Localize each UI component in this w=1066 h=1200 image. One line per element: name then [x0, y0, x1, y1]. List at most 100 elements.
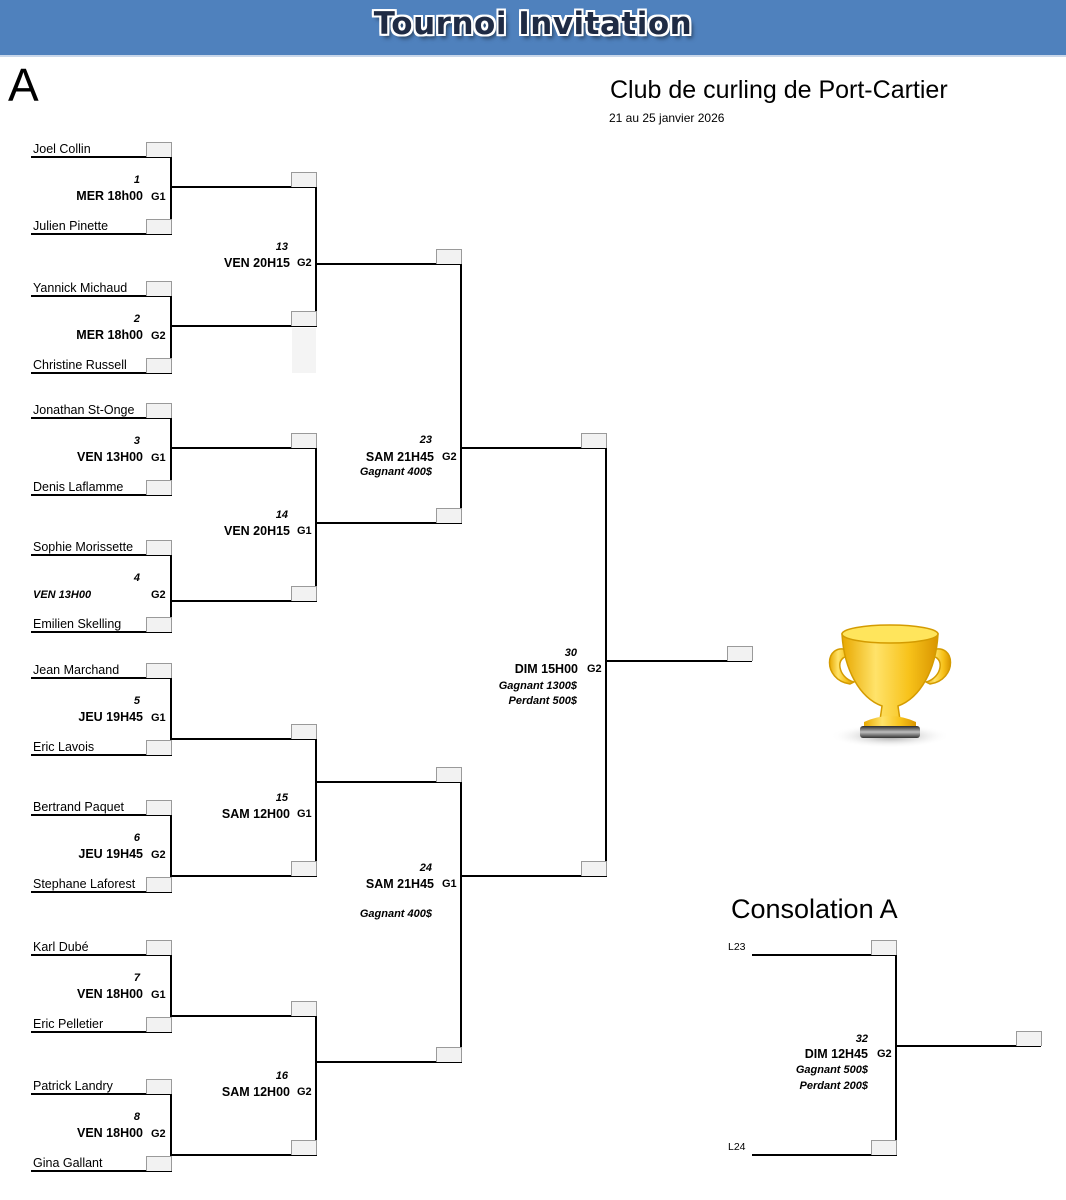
team-name: Stephane Laforest — [33, 877, 136, 891]
team-name: Karl Dubé — [33, 940, 89, 954]
score-box[interactable] — [146, 403, 172, 418]
bracket-line — [316, 522, 461, 524]
game-sheet: G1 — [151, 452, 166, 464]
score-box[interactable] — [436, 1047, 462, 1062]
game-number: 4 — [133, 572, 140, 584]
score-box[interactable] — [436, 767, 462, 782]
bracket-line — [606, 660, 752, 662]
score-box[interactable] — [871, 940, 897, 955]
game-time: JEU 19H45 — [78, 847, 143, 861]
game-time: VEN 20H15 — [223, 256, 290, 270]
team-name: Yannick Michaud — [33, 281, 128, 295]
game-time: SAM 12H00 — [221, 1085, 290, 1099]
bracket-line — [461, 875, 606, 877]
draw-letter: A — [8, 59, 39, 111]
bracket-line — [31, 372, 171, 374]
score-box[interactable] — [146, 1156, 172, 1171]
bracket-line — [895, 954, 897, 1156]
bracket-line — [315, 738, 317, 877]
bracket-line — [31, 891, 171, 893]
bracket-line — [31, 631, 171, 633]
game-sheet: G2 — [297, 1086, 312, 1098]
prize-winner: Gagnant 400$ — [359, 908, 432, 920]
bracket-line — [316, 1061, 461, 1063]
bracket-line — [896, 1045, 1041, 1047]
tournament-title: Tournoi Invitation — [373, 6, 693, 42]
score-box[interactable] — [1016, 1031, 1042, 1046]
bracket-line — [170, 417, 172, 496]
game-time: DIM 15H00 — [514, 662, 578, 676]
score-box[interactable] — [146, 940, 172, 955]
bracket-line — [31, 295, 171, 297]
score-box[interactable] — [291, 311, 317, 326]
score-box[interactable] — [146, 281, 172, 296]
game-sheet: G1 — [151, 989, 166, 1001]
score-box[interactable] — [146, 663, 172, 678]
bracket-line — [460, 263, 462, 524]
bracket-line — [170, 1093, 172, 1172]
score-box[interactable] — [146, 540, 172, 555]
score-box[interactable] — [436, 249, 462, 264]
score-box[interactable] — [291, 172, 317, 187]
bracket-line — [752, 954, 896, 956]
game-time: VEN 13H00 — [33, 589, 92, 601]
bracket-line — [31, 754, 171, 756]
game-sheet: G1 — [297, 525, 312, 537]
team-name: Joel Collin — [33, 142, 91, 156]
game-number: 5 — [133, 695, 140, 707]
game-number: 13 — [275, 241, 288, 253]
score-box[interactable] — [291, 724, 317, 739]
score-box[interactable] — [146, 800, 172, 815]
bracket-line — [31, 814, 171, 816]
game-time: MER 18h00 — [76, 189, 143, 203]
score-box[interactable] — [291, 1140, 317, 1155]
score-box[interactable] — [146, 617, 172, 632]
team-name: Denis Laflamme — [33, 480, 124, 494]
game-number: 3 — [133, 435, 140, 447]
game-time: VEN 18H00 — [76, 987, 143, 1001]
bracket-line — [171, 1154, 316, 1156]
empty-slot — [292, 328, 316, 373]
team-name: Bertrand Paquet — [33, 800, 125, 814]
game-number: 8 — [133, 1111, 140, 1123]
bracket-line — [31, 1093, 171, 1095]
score-box[interactable] — [291, 586, 317, 601]
score-box[interactable] — [146, 740, 172, 755]
bracket-line — [170, 554, 172, 633]
game-sheet: G2 — [587, 663, 602, 675]
score-box[interactable] — [146, 877, 172, 892]
score-box[interactable] — [581, 861, 607, 876]
score-box[interactable] — [436, 508, 462, 523]
score-box[interactable] — [146, 1017, 172, 1032]
game-sheet: G2 — [297, 257, 312, 269]
score-box[interactable] — [727, 646, 753, 661]
consolation-title: Consolation A — [731, 894, 898, 924]
game-time: SAM 21H45 — [365, 450, 434, 464]
game-sheet: G2 — [151, 1128, 166, 1140]
score-box[interactable] — [146, 358, 172, 373]
team-name: Jean Marchand — [33, 663, 120, 677]
score-box[interactable] — [146, 219, 172, 234]
game-number: 14 — [275, 509, 288, 521]
game-time: JEU 19H45 — [78, 710, 143, 724]
prize-loser: Perdant 200$ — [799, 1080, 868, 1092]
bracket-line — [605, 447, 607, 877]
game-sheet: G2 — [151, 330, 166, 342]
game-number: 32 — [855, 1033, 868, 1045]
score-box[interactable] — [146, 142, 172, 157]
score-box[interactable] — [146, 480, 172, 495]
bracket-line — [171, 600, 316, 602]
score-box[interactable] — [291, 433, 317, 448]
game-time: DIM 12H45 — [804, 1047, 868, 1061]
score-box[interactable] — [871, 1140, 897, 1155]
score-box[interactable] — [581, 433, 607, 448]
team-name: Sophie Morissette — [33, 540, 134, 554]
score-box[interactable] — [291, 861, 317, 876]
bracket-line — [31, 1031, 171, 1033]
bracket-line — [171, 1015, 316, 1017]
game-number: 2 — [133, 313, 140, 325]
game-time: VEN 18H00 — [76, 1126, 143, 1140]
score-box[interactable] — [291, 1001, 317, 1016]
team-name: Jonathan St-Onge — [33, 403, 135, 417]
score-box[interactable] — [146, 1079, 172, 1094]
